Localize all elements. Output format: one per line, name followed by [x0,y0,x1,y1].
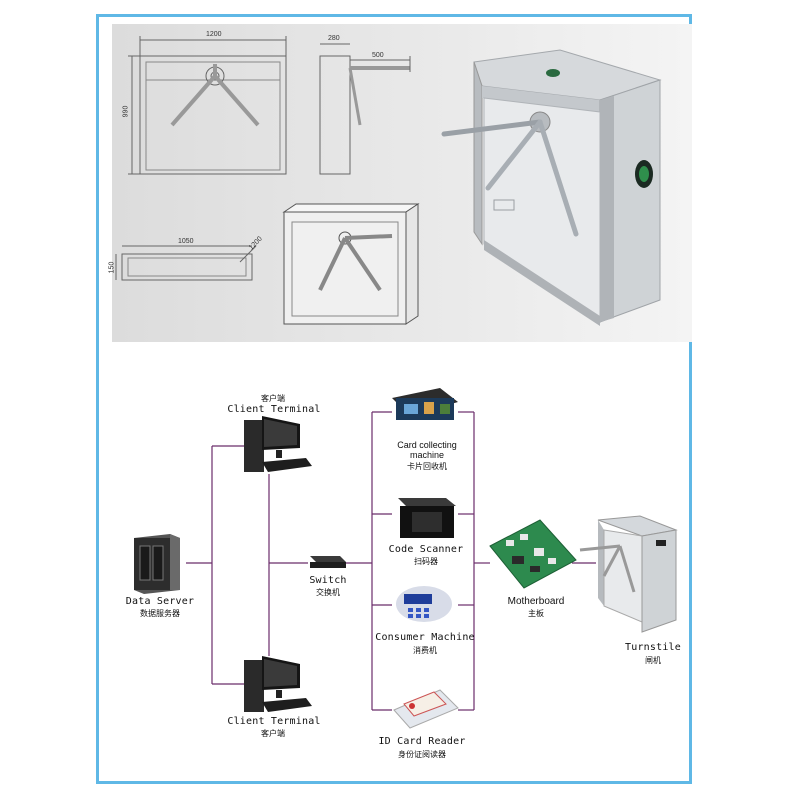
turnstile-small-icon [579,515,678,633]
consumer-machine-label: Consumer Machine [375,632,475,643]
data-server-icon [134,534,180,594]
turnstile-cn: 闸机 [645,656,661,665]
switch-icon [310,556,346,568]
client-bottom-label: Client Terminal [227,716,321,727]
card-collecting-label-2: machine [409,450,445,460]
turnstile-photo [441,49,662,326]
switch-cn: 交换机 [316,588,340,597]
consumer-machine-icon [396,586,452,622]
code-scanner-icon [398,498,456,538]
side-elevation-drawing [319,43,411,175]
dim-height-side: 990 [122,105,130,118]
code-scanner-cn: 扫码器 [414,557,438,566]
consumer-machine-cn: 消费机 [413,646,437,655]
client-terminal-top-icon [244,416,312,472]
dim-side-width: 280 [328,35,340,42]
front-elevation-drawing [128,36,287,175]
motherboard-label: Motherboard [507,596,565,607]
client-bottom-cn: 客户端 [261,729,285,738]
dim-arm-length: 500 [372,52,384,59]
dim-width-top: 1200 [206,31,222,38]
motherboard-icon [489,519,577,589]
client-top-label: Client Terminal [227,404,321,415]
client-terminal-bottom-icon [244,656,312,712]
card-collecting-label-1: Card collecting [397,440,457,450]
id-card-reader-cn: 身份证阅读器 [398,750,446,759]
motherboard-cn: 主板 [528,609,544,618]
switch-label: Switch [309,575,347,586]
client-top-cn: 客户端 [261,394,285,403]
card-collecting-cn: 卡片回收机 [407,462,447,471]
id-card-reader-icon [393,689,459,729]
base-plan-drawing [115,245,257,281]
network-connectors [186,411,596,711]
code-scanner-label: Code Scanner [388,544,464,555]
data-server-label: Data Server [125,596,195,607]
dim-base-height: 150 [108,261,116,274]
dim-base-length: 1050 [178,238,194,245]
id-card-reader-label: ID Card Reader [378,736,466,747]
data-server-cn: 数据服务器 [140,609,180,618]
perspective-drawing [282,203,420,325]
turnstile-label: Turnstile [625,642,681,653]
card-collecting-machine-icon [392,388,458,420]
